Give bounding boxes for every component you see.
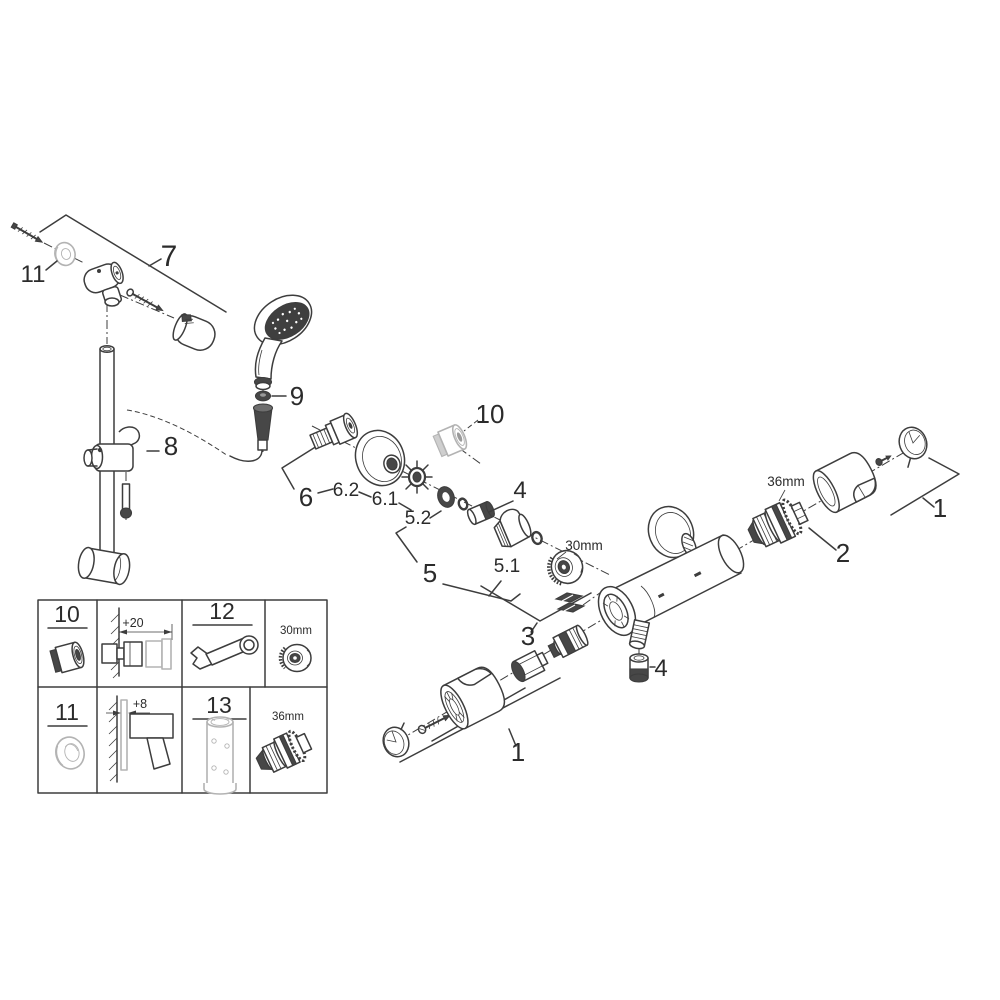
star-seal xyxy=(401,460,433,494)
size-36mm-label: 36mm xyxy=(767,474,805,489)
callout-11-label: 11 xyxy=(21,261,46,288)
mixer-body xyxy=(597,534,745,637)
handle-knob-bottom xyxy=(440,666,506,730)
extension-piece xyxy=(432,424,468,458)
slider-pin xyxy=(119,483,133,519)
thermostat-cartridge xyxy=(747,498,809,548)
callout-4-union-label: 4 xyxy=(513,477,526,504)
leader-4-union xyxy=(488,500,514,513)
aquadimmer-cartridge xyxy=(547,624,589,659)
wall-bracket xyxy=(83,261,124,307)
callout-5-1-label: 5.1 xyxy=(494,556,520,577)
glide-washer xyxy=(54,241,76,267)
callout-6-1-label: 6.1 xyxy=(372,489,398,510)
bracket-1-top xyxy=(890,457,960,516)
bracket-7 xyxy=(39,214,227,313)
callout-4-outlet-label: 4 xyxy=(654,655,667,682)
spray-nozzles xyxy=(271,307,303,335)
callout-3-label: 3 xyxy=(521,621,535,651)
wall-escutcheon xyxy=(647,505,697,559)
check-valve xyxy=(629,653,649,683)
rail-slider xyxy=(83,426,141,472)
callout-9-label: 9 xyxy=(290,381,304,411)
seal-washer xyxy=(437,486,455,508)
wrench-icon xyxy=(190,635,259,670)
nut-30mm-icon xyxy=(278,643,312,673)
nut-30mm xyxy=(547,549,584,586)
cartridge-36mm-icon xyxy=(255,729,313,773)
handle-screw-bottom xyxy=(417,714,452,735)
callout-7-label: 7 xyxy=(161,240,178,273)
leader-11 xyxy=(45,260,58,271)
s-union-elbow xyxy=(493,508,532,548)
o-ring-large xyxy=(531,530,543,546)
table-cell-10-label: 10 xyxy=(54,601,80,627)
retaining-clip xyxy=(554,592,586,613)
callout-6-2-label: 6.2 xyxy=(333,480,359,501)
leader-30mm xyxy=(556,551,567,560)
o-ring-small xyxy=(457,497,469,511)
legend-table: 10 +20 12 xyxy=(37,598,328,795)
callout-10-label: 10 xyxy=(476,399,505,429)
mounting-screw-lower xyxy=(126,288,164,312)
depth-20-label: +20 xyxy=(122,616,143,630)
size-30mm-label: 30mm xyxy=(565,538,603,553)
table-cell-13-label: 13 xyxy=(206,692,232,718)
bracket-6 xyxy=(281,440,326,490)
hose-washer xyxy=(254,390,272,402)
depth-20-diagram: +20 xyxy=(101,607,173,679)
callout-2-label: 2 xyxy=(836,538,850,568)
bracket-5 xyxy=(429,510,442,519)
callout-1-top-label: 1 xyxy=(933,493,947,523)
handle-screw-top xyxy=(875,455,892,466)
s-union-adapter xyxy=(309,412,359,450)
callout-8-label: 8 xyxy=(164,431,178,461)
handle-cap-top xyxy=(898,426,928,468)
callout-5-2-label: 5.2 xyxy=(405,508,431,529)
adapter-nut xyxy=(511,650,549,683)
ring-washer-icon xyxy=(55,736,85,770)
leader-2 xyxy=(808,527,837,551)
table-cell-11-label: 11 xyxy=(55,699,79,725)
hose-nut xyxy=(229,403,274,462)
depth-8-label: +8 xyxy=(133,697,147,711)
callout-1-bottom-label: 1 xyxy=(511,737,525,767)
callout-labels: 11 7 9 8 10 6 6.2 6.1 5.2 5 5.1 4 30mm 3… xyxy=(21,240,948,767)
handle-cap-bottom xyxy=(382,722,410,758)
bracket-3 xyxy=(480,585,592,622)
depth-8-diagram: +8 xyxy=(106,695,174,783)
mounting-screw-upper xyxy=(10,222,44,243)
leader-10 xyxy=(463,419,479,432)
table-cell-12-label: 12 xyxy=(209,598,235,624)
escutcheon xyxy=(354,429,406,487)
sleeve-tool-icon xyxy=(203,716,237,795)
cover-cap xyxy=(172,313,216,351)
hose-path xyxy=(126,409,229,457)
callout-6-label: 6 xyxy=(299,482,313,512)
extension-piece-icon xyxy=(49,641,85,674)
outlet-nipple xyxy=(628,619,651,650)
callout-5-label: 5 xyxy=(423,558,437,588)
shower-hose xyxy=(229,449,263,462)
table-30mm-label: 30mm xyxy=(280,625,312,637)
hand-shower xyxy=(253,294,313,391)
rail-foot xyxy=(77,546,131,586)
handle-knob-top xyxy=(812,451,877,514)
union-connector xyxy=(466,500,495,526)
leader-36mm xyxy=(778,489,786,502)
callout-brackets xyxy=(39,214,960,763)
table-36mm-label: 36mm xyxy=(272,711,304,723)
